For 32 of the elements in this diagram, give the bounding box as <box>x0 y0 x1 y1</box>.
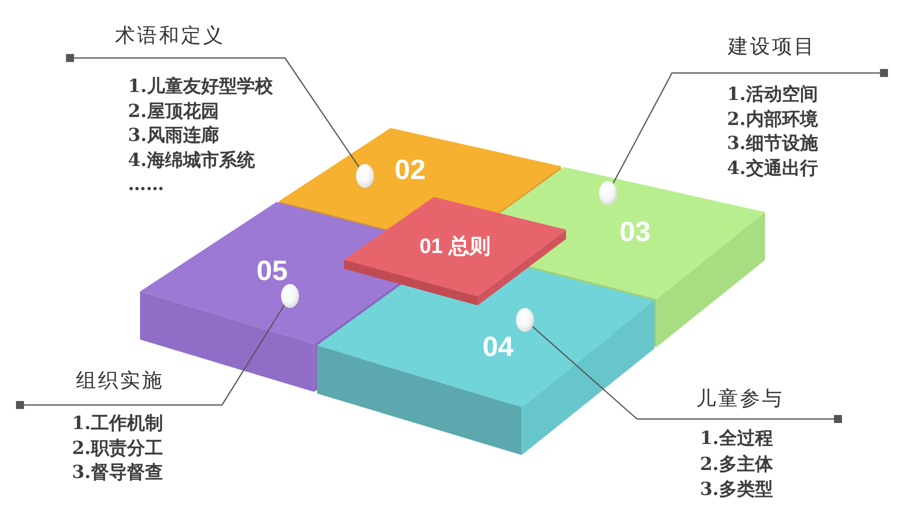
block-number: 04 <box>482 332 514 362</box>
list-item: 3.多类型 <box>700 479 773 501</box>
list-item: 4.交通出行 <box>727 158 818 180</box>
block-number: 02 <box>394 155 426 185</box>
list-item: 2.职责分工 <box>72 438 163 460</box>
list-item: 3.细节设施 <box>727 133 818 155</box>
list-item: 1.儿童友好型学校 <box>128 76 273 98</box>
leader-line <box>532 326 842 423</box>
list-item: 4.海绵城市系统 <box>128 150 255 172</box>
list-item: 2.屋顶花园 <box>128 100 219 122</box>
leader-line <box>612 69 888 184</box>
sphere-icon <box>598 180 617 205</box>
callout-heading: 术语和定义 <box>115 23 225 47</box>
block-number: 05 <box>256 256 288 286</box>
sphere-icon <box>281 284 299 308</box>
block-number: 03 <box>619 216 651 247</box>
list-item: 3.风雨连廊 <box>128 125 219 147</box>
list-item: 2.多主体 <box>700 454 773 476</box>
list-item: …… <box>128 174 164 196</box>
callout-heading: 组织实施 <box>76 368 164 392</box>
list-item: 1.工作机制 <box>72 413 163 435</box>
sphere-icon <box>356 164 374 188</box>
leader-line <box>66 54 360 168</box>
sphere-icon <box>516 308 534 332</box>
leader-line <box>16 304 285 409</box>
callout-heading: 儿童参与 <box>696 386 784 410</box>
callout-heading: 建设项目 <box>728 34 816 58</box>
list-item: 1.全过程 <box>700 428 773 450</box>
list-item: 1.活动空间 <box>727 84 818 106</box>
list-item: 2.内部环境 <box>727 108 818 130</box>
list-item: 3.督导督查 <box>72 462 163 484</box>
block-title: 01 总则 <box>419 235 491 258</box>
